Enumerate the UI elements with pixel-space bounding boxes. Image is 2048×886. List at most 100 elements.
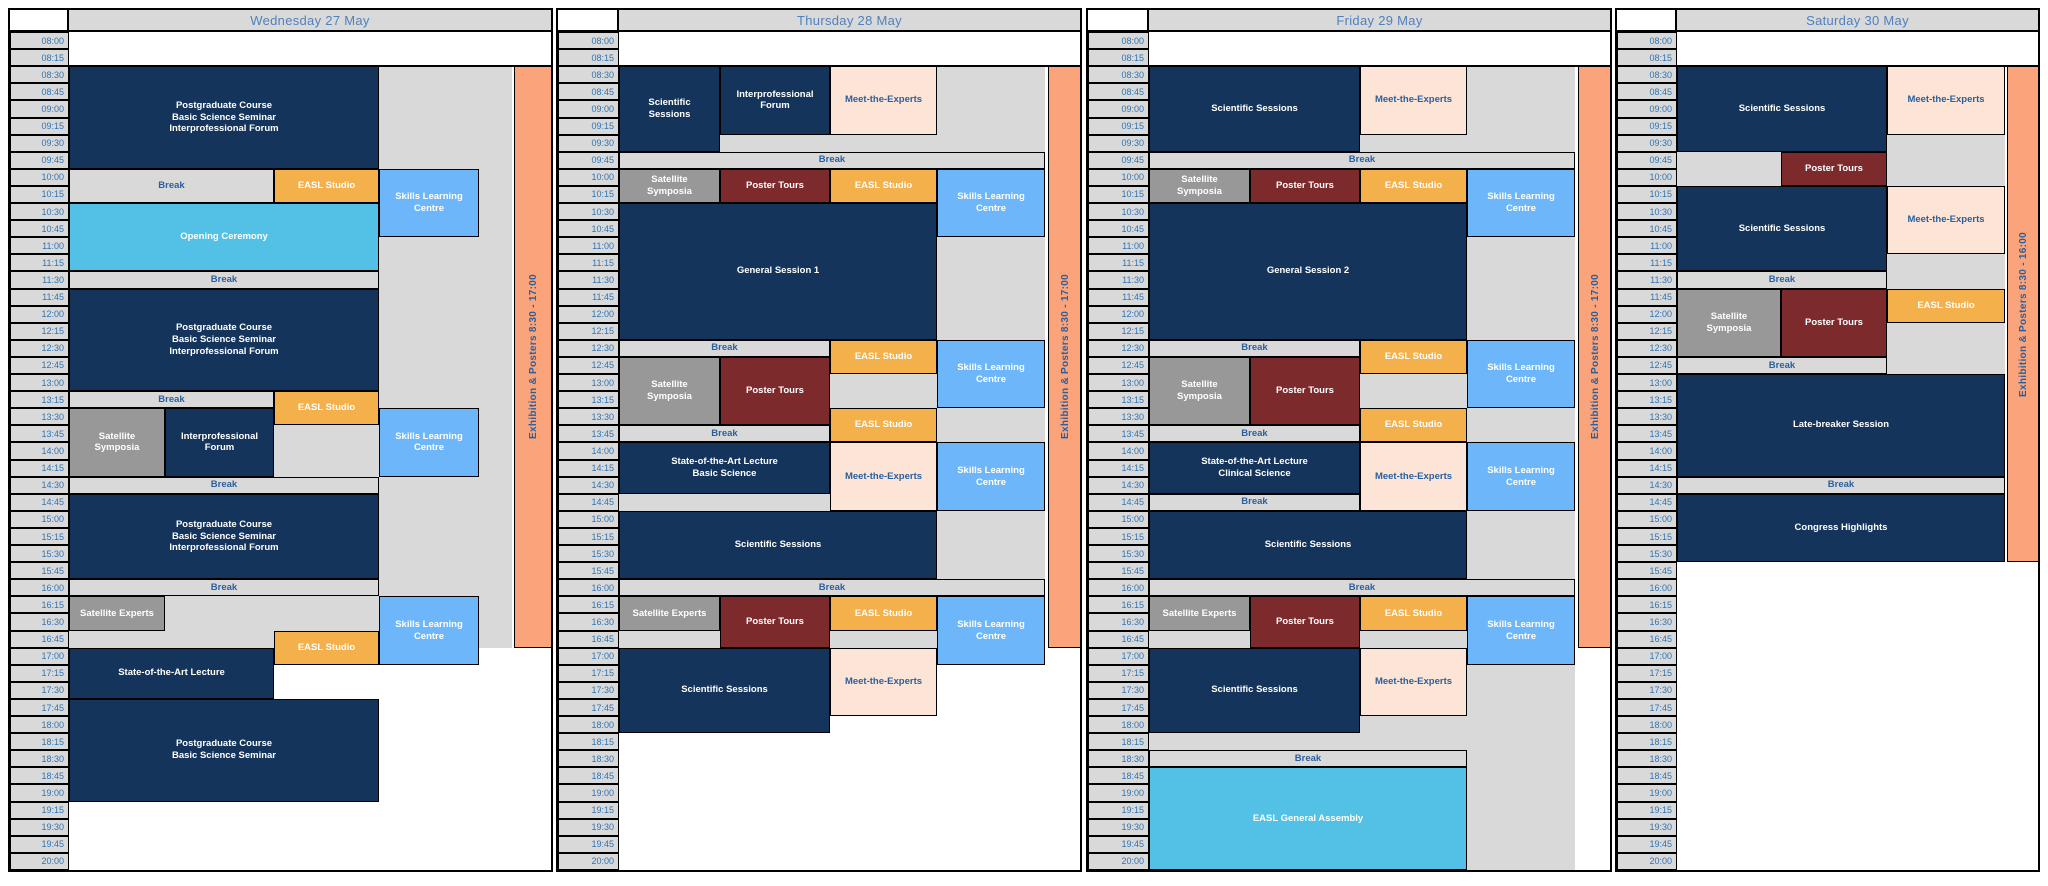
time-label: 10:15 xyxy=(1617,185,1677,203)
time-label: 12:00 xyxy=(558,305,619,323)
time-label: 12:45 xyxy=(558,356,619,375)
exhibition-posters-bar: Exhibition & Posters 8:30 - 17:00 xyxy=(1048,66,1080,648)
time-label: 19:30 xyxy=(1617,818,1677,836)
session-skills-learning-centre: Skills Learning Centre xyxy=(1467,168,1575,238)
exhibition-posters-bar: Exhibition & Posters 8:30 - 17:00 xyxy=(1578,66,1610,648)
time-label: 11:15 xyxy=(1088,254,1149,272)
time-label: 16:00 xyxy=(10,579,69,597)
session-poster-tours: Poster Tours xyxy=(1781,151,1887,186)
time-label: 13:30 xyxy=(558,408,619,426)
time-label: 19:30 xyxy=(558,818,619,836)
time-label: 16:15 xyxy=(10,596,69,614)
time-label: 19:45 xyxy=(1617,835,1677,853)
time-label: 19:00 xyxy=(10,784,69,802)
time-label: 17:00 xyxy=(1617,647,1677,665)
break-cell: Break xyxy=(1149,151,1575,169)
break-cell: Break xyxy=(619,579,1045,597)
time-label: 17:00 xyxy=(10,647,69,665)
time-label: 18:45 xyxy=(558,767,619,785)
session-skills-learning-centre: Skills Learning Centre xyxy=(1467,442,1575,511)
session-easl-studio: EASL Studio xyxy=(274,391,379,426)
time-label: 09:15 xyxy=(558,117,619,135)
break-cell: Break xyxy=(1677,356,1887,375)
time-label: 13:15 xyxy=(558,391,619,409)
time-label: 12:00 xyxy=(1088,305,1149,323)
time-label: 12:30 xyxy=(1617,339,1677,357)
session-postgraduate-course-basic-science-seminar-interprofessional-forum: Postgraduate Course Basic Science Semina… xyxy=(69,66,379,169)
session-scientific-sessions: Scientific Sessions xyxy=(619,510,937,580)
time-label: 13:30 xyxy=(1088,408,1149,426)
session-meet-the-experts: Meet-the-Experts xyxy=(1887,66,2005,135)
time-label: 09:00 xyxy=(10,100,69,118)
time-label: 15:15 xyxy=(1088,527,1149,546)
session-state-of-the-art-lecture-basic-science: State-of-the-Art Lecture Basic Science xyxy=(619,442,830,494)
session-poster-tours: Poster Tours xyxy=(720,356,830,426)
time-label: 18:30 xyxy=(1617,750,1677,768)
time-label: 16:00 xyxy=(1088,579,1149,597)
session-postgraduate-course-basic-science-seminar-interprofessional-forum: Postgraduate Course Basic Science Semina… xyxy=(69,288,379,392)
time-label: 08:30 xyxy=(558,66,619,84)
session-scientific-sessions: Scientific Sessions xyxy=(619,647,830,734)
time-label: 11:30 xyxy=(558,271,619,289)
time-label: 19:00 xyxy=(1617,784,1677,802)
time-label: 10:30 xyxy=(1088,203,1149,221)
time-label: 09:30 xyxy=(1088,134,1149,152)
time-label: 14:15 xyxy=(1088,459,1149,477)
session-easl-studio: EASL Studio xyxy=(274,630,379,665)
time-label: 18:45 xyxy=(10,767,69,785)
break-cell: Break xyxy=(69,579,379,597)
time-label: 11:45 xyxy=(1088,288,1149,306)
time-label: 08:15 xyxy=(558,49,619,67)
time-label: 14:30 xyxy=(558,476,619,494)
time-label: 08:45 xyxy=(1617,83,1677,101)
time-label: 11:15 xyxy=(1617,254,1677,272)
time-label: 13:15 xyxy=(1617,391,1677,409)
session-satellite-symposia: Satellite Symposia xyxy=(1149,356,1250,426)
time-label: 14:30 xyxy=(1617,476,1677,494)
session-easl-studio: EASL Studio xyxy=(1360,339,1467,375)
time-label: 10:00 xyxy=(10,168,69,186)
time-label: 08:45 xyxy=(1088,83,1149,101)
session-satellite-symposia: Satellite Symposia xyxy=(619,168,720,204)
session-scientific-sessions: Scientific Sessions xyxy=(619,66,720,152)
time-label: 15:45 xyxy=(558,562,619,580)
time-label: 09:15 xyxy=(10,117,69,135)
time-label: 13:15 xyxy=(1088,391,1149,409)
time-label: 09:15 xyxy=(1617,117,1677,135)
time-label: 13:45 xyxy=(558,425,619,443)
session-skills-learning-centre: Skills Learning Centre xyxy=(379,168,479,238)
time-label: 17:15 xyxy=(558,664,619,682)
time-label: 20:00 xyxy=(1617,852,1677,870)
time-label: 15:15 xyxy=(1617,527,1677,546)
time-label: 08:00 xyxy=(1617,32,1677,50)
time-label: 18:00 xyxy=(1617,716,1677,734)
time-label: 13:30 xyxy=(10,408,69,426)
time-label: 11:00 xyxy=(1617,237,1677,255)
time-label: 15:00 xyxy=(558,510,619,528)
time-label: 11:45 xyxy=(558,288,619,306)
session-skills-learning-centre: Skills Learning Centre xyxy=(937,442,1045,511)
time-label: 09:45 xyxy=(10,151,69,169)
time-label: 08:30 xyxy=(10,66,69,84)
break-cell: Break xyxy=(1149,750,1467,768)
session-meet-the-experts: Meet-the-Experts xyxy=(1360,647,1467,717)
time-label: 19:45 xyxy=(1088,835,1149,853)
session-skills-learning-centre: Skills Learning Centre xyxy=(937,168,1045,238)
session-interprofessional-forum: Interprofessional Forum xyxy=(720,66,830,135)
session-interprofessional-forum: Interprofessional Forum xyxy=(165,408,274,477)
time-label: 17:30 xyxy=(1088,681,1149,699)
break-cell: Break xyxy=(69,168,274,204)
time-label: 09:45 xyxy=(558,151,619,169)
time-label: 16:00 xyxy=(558,579,619,597)
time-label: 15:00 xyxy=(1088,510,1149,528)
time-label: 19:15 xyxy=(1088,801,1149,819)
time-label: 10:15 xyxy=(558,185,619,203)
time-label: 18:00 xyxy=(558,716,619,734)
break-cell: Break xyxy=(69,391,274,409)
time-label: 11:15 xyxy=(558,254,619,272)
time-label: 12:30 xyxy=(10,339,69,357)
exhibition-posters-label: Exhibition & Posters 8:30 - 17:00 xyxy=(1589,274,1601,440)
time-label: 12:00 xyxy=(10,305,69,323)
break-cell: Break xyxy=(69,476,379,494)
time-label: 14:00 xyxy=(558,442,619,460)
